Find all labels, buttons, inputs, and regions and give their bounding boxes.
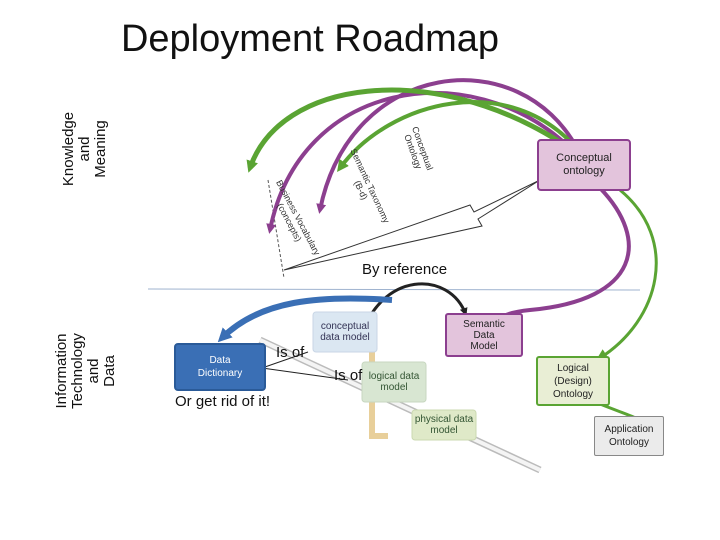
purple-arc-2 xyxy=(266,91,570,234)
it-line-3: and xyxy=(85,358,102,384)
green-arc-top xyxy=(337,100,580,173)
conceptual-ontology-box: Conceptual ontology xyxy=(537,139,631,191)
application-line-1: Application xyxy=(604,424,654,435)
data-dictionary-line-1: Data xyxy=(209,355,231,366)
purple-arc-1 xyxy=(316,78,580,214)
data-dictionary-box: Data Dictionary xyxy=(174,343,266,391)
page-title: Deployment Roadmap xyxy=(120,18,500,60)
stack-conceptual-box xyxy=(312,311,378,353)
logical-line-3: Ontology xyxy=(552,388,594,400)
application-line-2: Ontology xyxy=(608,437,649,448)
by-reference-label: By reference xyxy=(362,261,448,278)
semantic-data-model-box: Semantic Data Model xyxy=(445,313,523,357)
stack-physical-box xyxy=(411,409,477,441)
scale-dashed-line xyxy=(267,179,285,279)
dd-connector-2 xyxy=(261,367,349,381)
stack-logical-box xyxy=(361,361,427,403)
knowledge-side-label: Knowledge and Meaning xyxy=(60,94,109,204)
dd-connector-1 xyxy=(261,351,309,369)
is-of-label-1: Is of xyxy=(276,344,305,361)
stack-conceptual-label: conceptual data model xyxy=(320,321,370,343)
it-line-2: Technology xyxy=(69,333,86,409)
get-rid-label: Or get rid of it! xyxy=(175,393,271,410)
semantic-line-3: Model xyxy=(470,340,498,352)
semantic-line-2: Data xyxy=(473,329,495,341)
it-side-label: Information Technology and Data xyxy=(53,321,120,421)
is-of-label-2: Is of xyxy=(334,367,363,384)
blue-arrow xyxy=(217,295,393,343)
stack-logical-label: logical data model xyxy=(368,371,420,393)
divider-line xyxy=(147,288,641,291)
green-arc-logical xyxy=(595,188,658,361)
logical-line-1: Logical xyxy=(557,362,589,374)
knowledge-line-2: and xyxy=(76,136,93,162)
semantic-line-1: Semantic xyxy=(463,318,505,330)
knowledge-line-1: Knowledge xyxy=(60,111,77,187)
logical-line-2: (Design) xyxy=(554,375,592,387)
application-ontology-box: Application Ontology xyxy=(594,416,664,456)
knowledge-line-3: Meaning xyxy=(92,120,109,178)
logical-ontology-box: Logical (Design) Ontology xyxy=(536,356,610,406)
conceptual-ontology-line-2: ontology xyxy=(563,165,605,177)
green-arc-left xyxy=(246,87,562,173)
purple-arc-semantic xyxy=(493,186,631,326)
data-dictionary-line-2: Dictionary xyxy=(197,368,243,379)
it-line-1: Information xyxy=(53,333,70,409)
it-line-4: Data xyxy=(101,355,118,387)
conceptual-ontology-line-1: Conceptual xyxy=(556,152,612,164)
stack-physical-label: physical data model xyxy=(414,414,474,436)
